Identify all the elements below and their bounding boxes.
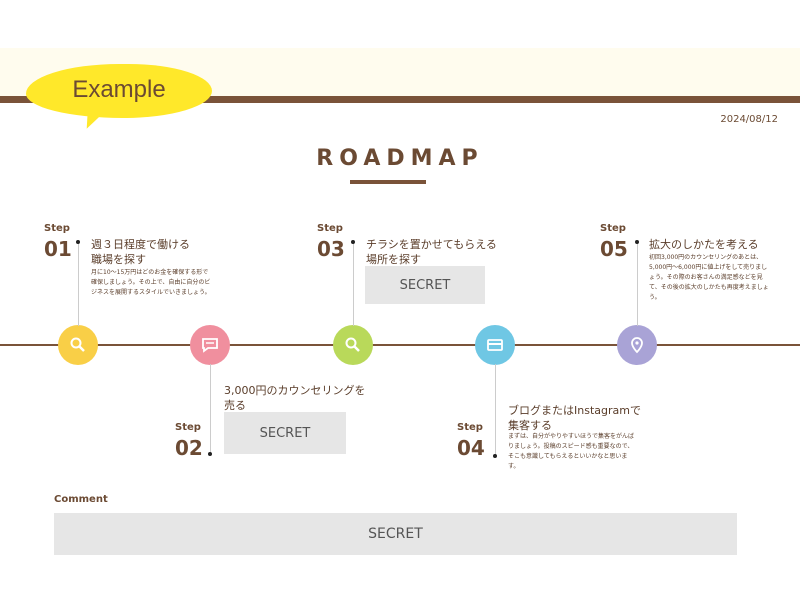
step-03-dot	[351, 240, 355, 244]
title-underline	[350, 180, 426, 184]
step-01-node	[58, 325, 98, 365]
header-bar	[0, 96, 800, 103]
step-05-title: 拡大のしかたを考える	[649, 238, 759, 251]
page-title: ROADMAP	[316, 146, 484, 171]
step-01-title-line2: 職場を探す	[91, 253, 146, 266]
step-02-connector	[210, 364, 211, 454]
step-03-label: Step	[317, 223, 343, 234]
timeline-line	[0, 344, 800, 346]
step-04-label: Step	[457, 422, 483, 433]
step-02-secret: SECRET	[224, 412, 346, 454]
step-03-connector	[353, 242, 354, 326]
step-02-title-line2: 売る	[224, 399, 246, 412]
comment-box: SECRET	[54, 513, 737, 555]
step-01-title: 週３日程度で働ける職場を探す	[91, 237, 190, 267]
step-03-title-line1: チラシを置かせてもらえる	[366, 238, 497, 251]
step-05-label: Step	[600, 223, 626, 234]
step-04-node	[475, 325, 515, 365]
step-05-description: 初回3,000円のカウンセリングのあとは、5,000円〜6,000円に値上げをし…	[649, 254, 769, 301]
location-pin-icon	[631, 337, 643, 354]
search-icon	[70, 337, 85, 352]
card-icon	[487, 339, 503, 351]
step-01-number: 01	[44, 237, 72, 261]
search-icon	[345, 337, 360, 352]
comment-label: Comment	[54, 494, 108, 505]
chat-icon	[202, 338, 218, 353]
step-02-number: 02	[175, 436, 203, 460]
step-03-secret: SECRET	[365, 266, 485, 304]
step-04-title: ブログまたはInstagramで集客する	[508, 403, 641, 433]
step-03-title-line2: 場所を探す	[366, 253, 421, 266]
step-01-title-line1: 週３日程度で働ける	[91, 238, 190, 251]
step-05-node	[617, 325, 657, 365]
step-03-node	[333, 325, 373, 365]
step-04-connector	[495, 364, 496, 456]
step-01-connector	[78, 242, 79, 326]
step-04-title-line2: 集客する	[508, 419, 552, 432]
step-01-dot	[76, 240, 80, 244]
step-04-title-line1: ブログまたはInstagramで	[508, 404, 641, 417]
step-05-connector	[637, 242, 638, 326]
step-04-description: まずは、自分がやりやすいほうで集客をがんばりましょう。投稿のスピード感も重要なの…	[508, 433, 635, 470]
step-04-number: 04	[457, 436, 485, 460]
step-05-dot	[635, 240, 639, 244]
step-05-number: 05	[600, 237, 628, 261]
step-04-dot	[493, 454, 497, 458]
step-01-description: 月に10〜15万円はどのお金を確保する形で確保しましょう。その上で、自由に自分の…	[91, 269, 211, 296]
step-02-dot	[208, 452, 212, 456]
step-02-title-line1: 3,000円のカウンセリングを	[224, 384, 366, 397]
badge-text: Example	[72, 76, 166, 103]
example-badge	[26, 64, 212, 118]
step-03-title: チラシを置かせてもらえる場所を探す	[366, 237, 497, 267]
step-02-node	[190, 325, 230, 365]
step-02-title: 3,000円のカウンセリングを売る	[224, 383, 366, 413]
date: 2024/08/12	[720, 114, 778, 125]
step-02-label: Step	[175, 422, 201, 433]
step-01-label: Step	[44, 223, 70, 234]
step-03-number: 03	[317, 237, 345, 261]
